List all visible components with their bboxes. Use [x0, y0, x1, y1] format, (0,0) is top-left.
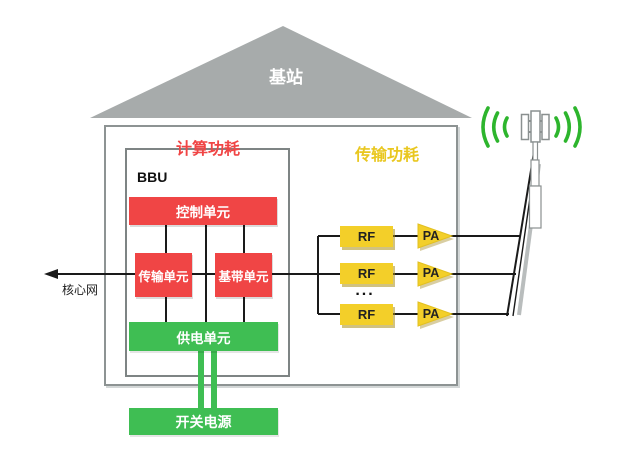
pa-label-1: PA	[422, 229, 440, 243]
bbu-title: BBU	[137, 168, 168, 185]
house-outline	[104, 125, 458, 386]
compute-power-label: 计算功耗	[175, 141, 240, 158]
antenna-cable	[506, 151, 541, 317]
bbu-outline	[125, 148, 290, 377]
antenna-mast	[528, 185, 542, 229]
power-unit-box: 供电单元	[129, 322, 278, 351]
signal-arc-left-outer	[481, 106, 490, 148]
rf-box-1: RF	[340, 226, 393, 247]
rf-chain-ellipsis: ...	[355, 282, 375, 299]
antenna-panel-right	[541, 113, 550, 141]
antenna-panel-left	[520, 113, 530, 141]
signal-arc-right-outer	[573, 106, 582, 148]
pa-label-2: PA	[422, 266, 440, 280]
transmit-power-label: 传输功耗	[354, 147, 419, 164]
pa-label-3: PA	[422, 307, 440, 321]
rf-box-3: RF	[340, 304, 393, 325]
signal-arc-left-mid	[491, 111, 500, 143]
signal-arc-right-mid	[563, 111, 572, 143]
core-network-arrowhead	[44, 269, 58, 279]
transport-unit-box: 传输单元	[135, 253, 192, 297]
rf-box-2: RF	[340, 263, 393, 284]
signal-arc-right-inner	[554, 116, 561, 138]
antenna-pole	[532, 141, 539, 161]
antenna	[520, 110, 550, 229]
signal-waves	[481, 106, 582, 148]
core-network-label: 核心网	[61, 282, 98, 297]
switch-power-box: 开关电源	[129, 408, 278, 435]
signal-arc-left-inner	[502, 116, 509, 138]
antenna-mid-section	[530, 159, 540, 187]
roof-title: 基站	[269, 67, 303, 87]
baseband-unit-box: 基带单元	[215, 253, 272, 297]
antenna-panel-center	[530, 110, 541, 143]
control-unit-box: 控制单元	[129, 197, 277, 225]
